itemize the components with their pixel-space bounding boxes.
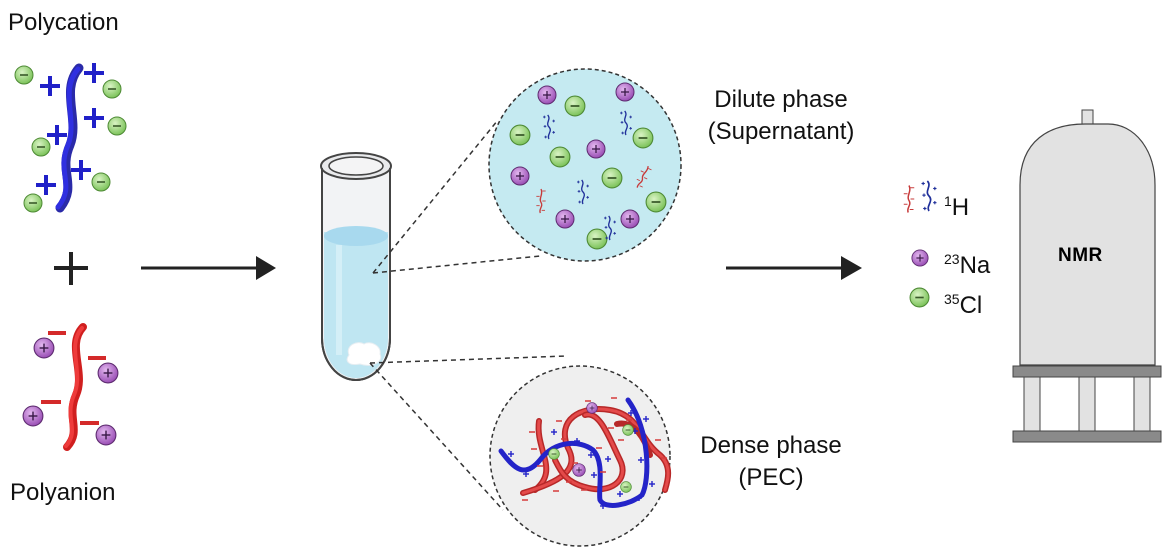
dense-phase-magnified — [489, 365, 672, 547]
sodium-ion-icon — [586, 402, 598, 414]
sodium-ion-icon — [615, 82, 635, 102]
mass-number: 23 — [944, 251, 960, 267]
sodium-ion-icon — [33, 337, 55, 359]
negative-charges — [41, 331, 106, 425]
polyanion-label: Polyanion — [10, 479, 116, 506]
chloride-ion-icon — [509, 124, 531, 146]
dilute-phase-label: Dilute phase (Supernatant) — [686, 86, 876, 146]
sodium-ion-icon — [911, 249, 929, 267]
chloride-ion-icon — [102, 79, 122, 99]
combine-plus-icon — [54, 252, 88, 285]
sodium-ion-icon — [572, 463, 586, 477]
legend-item-h1: 1H — [944, 187, 969, 222]
nmr-spectrometer — [1012, 109, 1162, 443]
chloride-ion-icon — [564, 95, 586, 117]
sodium-ion-icon — [586, 139, 606, 159]
polycation-label: Polycation — [8, 9, 119, 36]
sodium-ion-icon — [510, 166, 530, 186]
chloride-ion-icon — [107, 116, 127, 136]
dense-phase-title: Dense phase — [700, 432, 842, 459]
sodium-ion-icon — [620, 209, 640, 229]
pec-precipitate — [346, 342, 382, 366]
zoom-lines — [369, 119, 568, 511]
element-symbol: Na — [959, 252, 991, 279]
chloride-ion-icon — [14, 65, 34, 85]
element-symbol: H — [951, 194, 970, 221]
chloride-ion-icon — [586, 228, 608, 250]
mass-number: 1 — [944, 193, 952, 209]
polyelectrolyte-chains-icon — [902, 179, 938, 214]
legend-icons — [902, 179, 938, 308]
chloride-ion-icon — [645, 191, 667, 213]
chloride-ion-icon — [601, 167, 623, 189]
element-symbol: Cl — [959, 292, 983, 319]
chloride-ion-icon — [548, 448, 560, 460]
sodium-ion-icon — [537, 85, 557, 105]
sodium-ion-icon — [22, 405, 44, 427]
chloride-ion-icon — [632, 127, 654, 149]
dilute-phase-magnified — [488, 68, 682, 262]
chloride-ion-icon — [31, 137, 51, 157]
sodium-ion-icon — [95, 424, 117, 446]
sodium-ion-icon — [555, 209, 575, 229]
chloride-ion-icon — [620, 481, 632, 493]
dense-phase-label: Dense phase (PEC) — [676, 432, 866, 492]
dense-phase-subtitle: (PEC) — [738, 464, 804, 491]
polycation-illustration — [14, 63, 127, 213]
dilute-phase-title: Dilute phase — [714, 86, 848, 113]
legend-item-cl35: 35Cl — [944, 285, 982, 320]
chloride-ion-icon — [23, 193, 43, 213]
positive-charges — [36, 63, 104, 195]
sodium-ion-icon — [97, 362, 119, 384]
test-tube — [320, 152, 392, 381]
dilute-phase-subtitle: (Supernatant) — [707, 118, 855, 145]
measurement-arrow-icon — [726, 256, 862, 280]
mass-number: 35 — [944, 291, 960, 307]
chloride-ion-icon — [909, 287, 930, 308]
chloride-ion-icon — [622, 424, 634, 436]
chloride-ion-icon — [549, 146, 571, 168]
nmr-label: NMR — [1058, 245, 1103, 266]
chloride-ion-icon — [91, 172, 111, 192]
polyanion-illustration — [22, 323, 119, 451]
mixing-arrow-icon — [141, 256, 276, 280]
legend-item-na23: 23Na — [944, 245, 990, 280]
